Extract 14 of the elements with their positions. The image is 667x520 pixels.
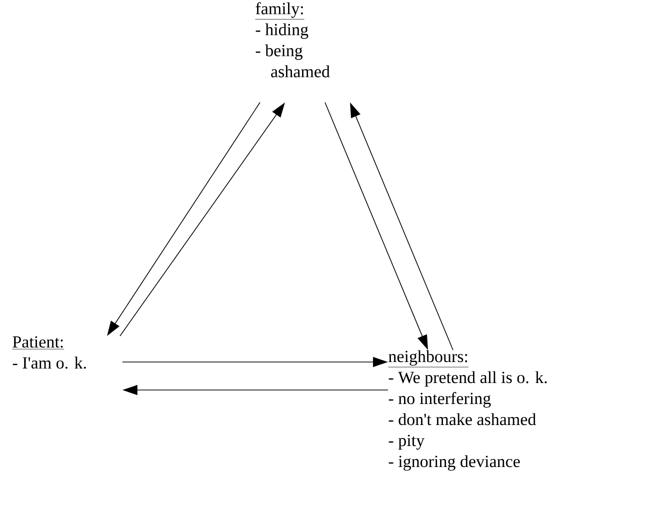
list-item: - don't make ashamed (388, 413, 536, 426)
text-block (255, 2, 330, 78)
node-heading: family: (255, 2, 304, 20)
node-heading: neighbours: (388, 350, 469, 368)
text-block (12, 336, 86, 369)
node-heading: Patient: (12, 336, 64, 350)
list-item: - I'am o. k. (12, 356, 86, 369)
list-item: - pity (388, 434, 424, 450)
list-item: - ignoring deviance (388, 455, 520, 471)
list-item: - hiding (256, 23, 308, 39)
list-item: - being ashamed (256, 44, 330, 78)
text-block (388, 350, 547, 471)
list-item: - We pretend all is o. k. (388, 371, 547, 387)
list-item: - no interfering (388, 392, 491, 408)
